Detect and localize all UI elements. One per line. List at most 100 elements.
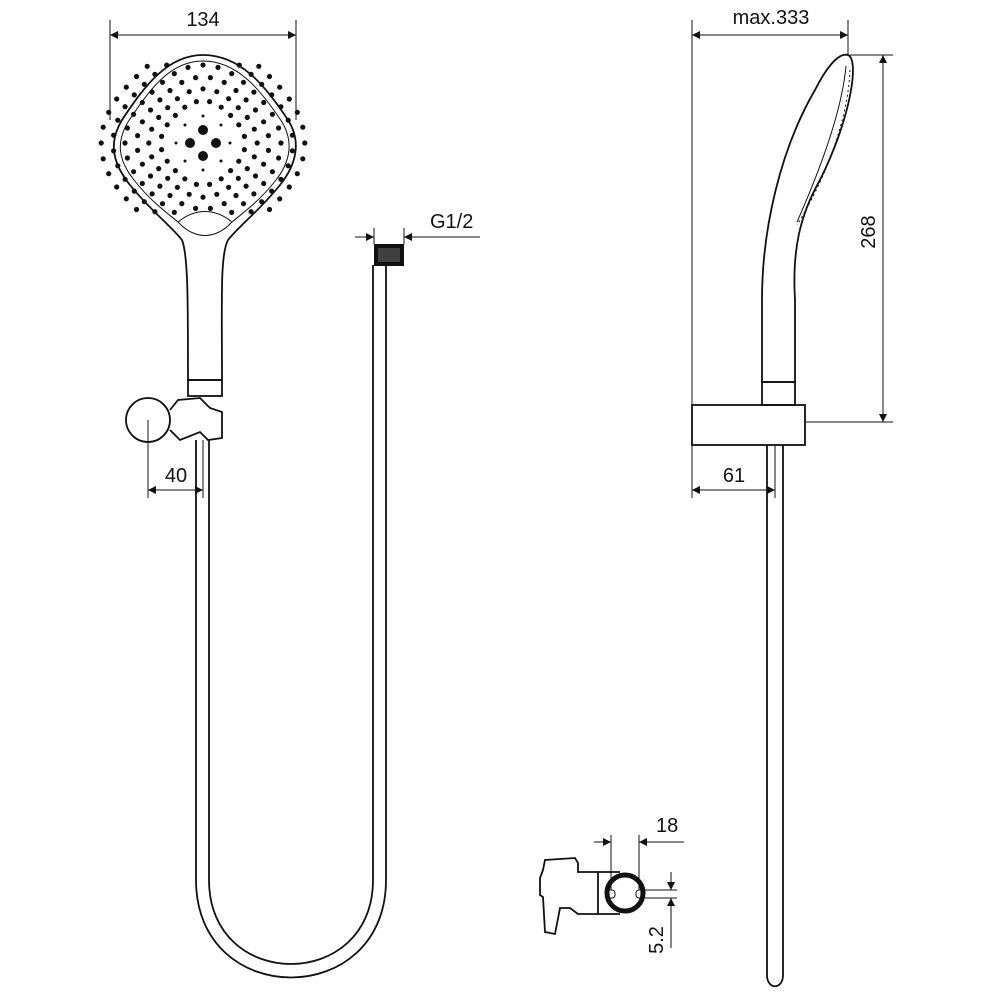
nozzle — [243, 183, 249, 189]
nozzle — [152, 71, 158, 77]
nozzle — [207, 181, 213, 187]
nozzle — [183, 159, 187, 163]
nozzle — [243, 97, 249, 103]
nozzle — [98, 140, 104, 146]
nozzle — [164, 62, 170, 68]
nozzle — [185, 64, 191, 70]
nozzle — [135, 147, 141, 153]
nozzle — [207, 75, 213, 81]
nozzle — [114, 184, 120, 190]
nozzle — [159, 201, 166, 207]
nozzle — [261, 161, 267, 167]
nozzle — [133, 206, 140, 213]
nozzle — [251, 191, 257, 197]
wall-bracket-front — [125, 397, 223, 443]
nozzle — [278, 104, 284, 110]
dimension-max-depth: max.333 — [733, 7, 810, 29]
nozzle — [122, 176, 128, 182]
handle-collar — [187, 379, 223, 397]
nozzle — [156, 166, 162, 172]
shower-head-front — [98, 54, 308, 397]
nozzle — [122, 104, 128, 110]
nozzle — [159, 133, 165, 139]
nozzle — [167, 192, 173, 199]
nozzle — [236, 158, 242, 164]
nozzle — [131, 111, 137, 117]
nozzle — [164, 122, 170, 128]
nozzle — [147, 107, 154, 113]
nozzle — [139, 119, 145, 125]
nozzle — [141, 81, 147, 87]
bracket-detail: 18 5.2 — [539, 815, 684, 954]
nozzle — [261, 180, 267, 187]
hose-nut — [374, 244, 404, 266]
nozzle — [241, 133, 247, 139]
nozzle — [183, 123, 187, 127]
nozzle — [146, 140, 152, 146]
nozzle — [198, 151, 208, 161]
nozzle — [124, 155, 130, 161]
pole-ring — [604, 872, 646, 914]
dimension-hose-thread: G1/2 — [430, 211, 473, 233]
nozzle — [218, 104, 224, 110]
nozzle — [152, 209, 158, 215]
shower-hose — [195, 244, 404, 979]
nozzle — [252, 173, 259, 179]
nozzle — [165, 175, 171, 181]
nozzle — [200, 194, 206, 200]
nozzle — [156, 114, 162, 120]
nozzle — [171, 71, 177, 77]
nozzle — [244, 114, 250, 120]
nozzle — [172, 168, 178, 174]
nozzle — [265, 147, 271, 153]
nozzle — [233, 87, 239, 94]
nozzle — [278, 140, 284, 146]
nozzle — [131, 188, 137, 194]
nozzle — [165, 105, 171, 111]
nozzle — [248, 71, 254, 77]
nozzle — [172, 112, 178, 118]
nozzle — [294, 171, 300, 177]
nozzle — [226, 96, 232, 102]
nozzle — [123, 196, 129, 202]
nozzle — [139, 99, 145, 106]
nozzle — [277, 196, 283, 202]
nozzle — [164, 158, 170, 164]
nozzle — [215, 64, 221, 70]
nozzle — [159, 79, 166, 85]
nozzle — [157, 183, 163, 189]
nozzle — [133, 73, 140, 80]
wall-holder-side — [691, 404, 806, 446]
nozzle — [115, 163, 121, 169]
nozzle — [285, 163, 291, 169]
nozzle — [276, 155, 282, 161]
nozzle — [174, 96, 180, 102]
nozzle — [241, 147, 247, 153]
nozzle — [261, 119, 267, 125]
nozzle — [256, 63, 262, 69]
nozzle — [123, 84, 129, 90]
nozzle — [269, 111, 275, 117]
nozzle — [226, 184, 232, 190]
nozzle — [289, 132, 295, 138]
nozzle — [259, 81, 265, 87]
nozzle — [251, 89, 257, 95]
nozzle — [214, 191, 220, 197]
nozzle — [300, 124, 306, 130]
hose-side — [766, 445, 784, 988]
nozzle — [278, 176, 284, 182]
nozzle — [228, 141, 232, 145]
nozzle — [193, 181, 199, 187]
nozzle — [114, 96, 120, 102]
nozzle — [149, 126, 155, 132]
nozzle — [269, 188, 275, 194]
nozzle — [139, 180, 145, 187]
nozzle — [149, 89, 155, 95]
nozzle — [111, 148, 117, 154]
nozzle — [244, 166, 250, 172]
nozzle — [221, 201, 227, 207]
nozzle — [106, 171, 112, 177]
nozzle — [236, 62, 242, 68]
